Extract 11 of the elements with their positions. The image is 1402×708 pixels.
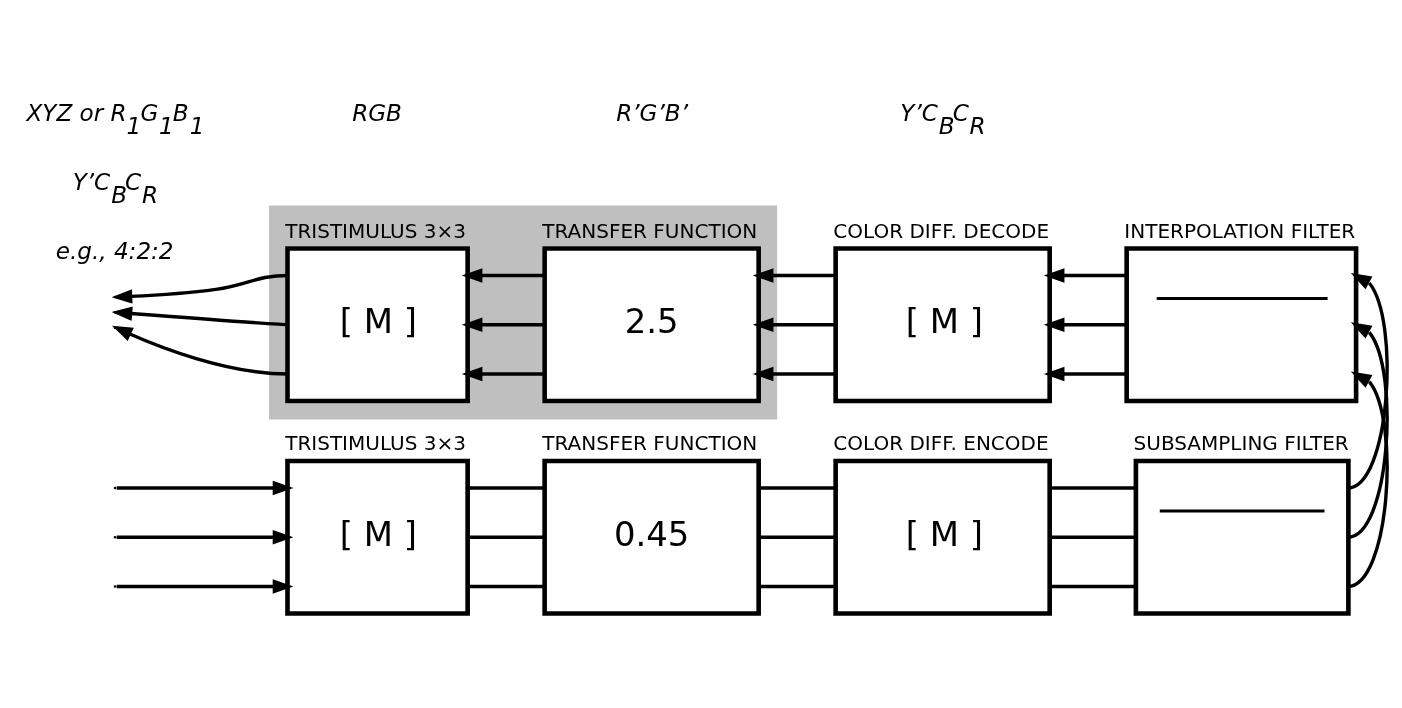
node-label: TRISTIMULUS 3×3 bbox=[285, 218, 466, 243]
node-label: TRISTIMULUS 3×3 bbox=[285, 431, 466, 456]
node-label: TRANSFER FUNCTION bbox=[542, 218, 758, 243]
label: e.g., 4:2:2 bbox=[55, 238, 174, 265]
node-label: COLOR DIFF. DECODE bbox=[833, 218, 1050, 243]
label: R’G’B’ bbox=[616, 99, 688, 126]
node-label: SUBSAMPLING FILTER bbox=[1133, 431, 1349, 456]
label: RGB bbox=[352, 99, 402, 126]
node-label: TRANSFER FUNCTION bbox=[542, 431, 758, 456]
node-label: INTERPOLATION FILTER bbox=[1124, 218, 1356, 243]
node-label: COLOR DIFF. ENCODE bbox=[833, 431, 1049, 456]
